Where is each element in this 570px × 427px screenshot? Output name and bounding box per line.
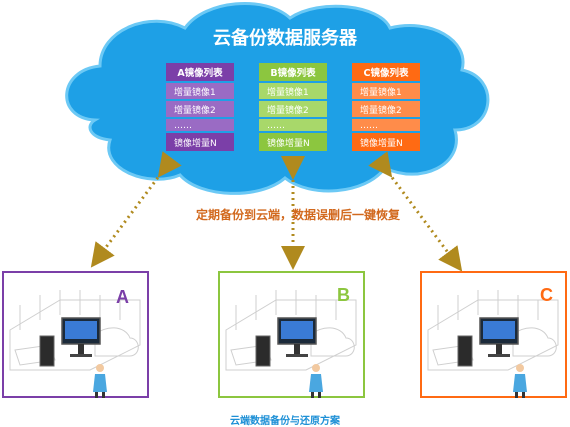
client-label: B <box>337 285 350 305</box>
mirror-row-bg <box>259 83 327 99</box>
person-icon <box>93 364 107 398</box>
mirror-row: 增量镜像1 <box>174 86 216 98</box>
mirror-row-bg <box>166 119 234 131</box>
mirror-row: …… <box>267 121 285 131</box>
mirror-list-header-bg <box>166 63 234 81</box>
mirror-list-a: A镜像列表 增量镜像1 增量镜像2 …… 镜像增量N <box>166 63 234 151</box>
mirror-list-c: C镜像列表 增量镜像1 增量镜像2 …… 镜像增量N <box>352 63 420 151</box>
office-sketch-icon <box>427 290 559 371</box>
mirror-row: 镜像增量N <box>360 137 403 149</box>
client-label: A <box>116 287 129 307</box>
sync-arrows <box>90 151 463 272</box>
mirror-row: 镜像增量N <box>267 137 310 149</box>
sync-arrow-c <box>368 151 463 272</box>
sync-arrow-a <box>90 151 182 268</box>
mirror-row-bg <box>166 101 234 117</box>
person-icon <box>309 364 323 398</box>
mirror-row-bg <box>352 119 420 131</box>
mirror-row-bg <box>352 133 420 151</box>
computer-icon <box>39 317 101 367</box>
client-c: C <box>420 271 567 398</box>
mirror-list-header: C镜像列表 <box>364 67 409 79</box>
computer-icon <box>457 317 519 367</box>
client-b: B <box>218 271 365 398</box>
mirror-row: 增量镜像1 <box>267 86 309 98</box>
person-icon <box>513 364 527 398</box>
mirror-row-bg <box>352 101 420 117</box>
client-label: C <box>540 285 553 305</box>
mirror-row: 增量镜像2 <box>360 104 402 116</box>
mirror-row-bg <box>259 101 327 117</box>
mirror-row-bg <box>259 119 327 131</box>
mirror-row-bg <box>166 83 234 99</box>
mirror-row: 增量镜像2 <box>174 104 216 116</box>
computer-icon <box>255 317 317 367</box>
server-title: 云备份数据服务器 <box>213 27 358 49</box>
client-frame <box>2 271 149 398</box>
mirror-row-bg <box>166 133 234 151</box>
mirror-list-header-bg <box>259 63 327 81</box>
mirror-row: …… <box>174 121 192 131</box>
office-sketch-icon <box>9 290 141 371</box>
client-a: A <box>2 271 149 398</box>
mirror-list-b: B镜像列表 增量镜像1 增量镜像2 …… 镜像增量N <box>259 63 327 151</box>
mirror-row: 镜像增量N <box>174 137 217 149</box>
backup-caption: 定期备份到云端，数据误删后一键恢复 <box>196 207 401 222</box>
mirror-list-header: B镜像列表 <box>270 67 316 79</box>
mirror-row: 增量镜像2 <box>267 104 309 116</box>
office-sketch-icon <box>225 290 357 371</box>
mirror-list-header-bg <box>352 63 420 81</box>
mirror-row: 增量镜像1 <box>360 86 402 98</box>
mirror-row: …… <box>360 121 378 131</box>
mirror-list-header: A镜像列表 <box>177 67 223 79</box>
mirror-row-bg <box>352 83 420 99</box>
bottom-caption: 云端数据备份与还原方案 <box>230 414 341 427</box>
mirror-row-bg <box>259 133 327 151</box>
